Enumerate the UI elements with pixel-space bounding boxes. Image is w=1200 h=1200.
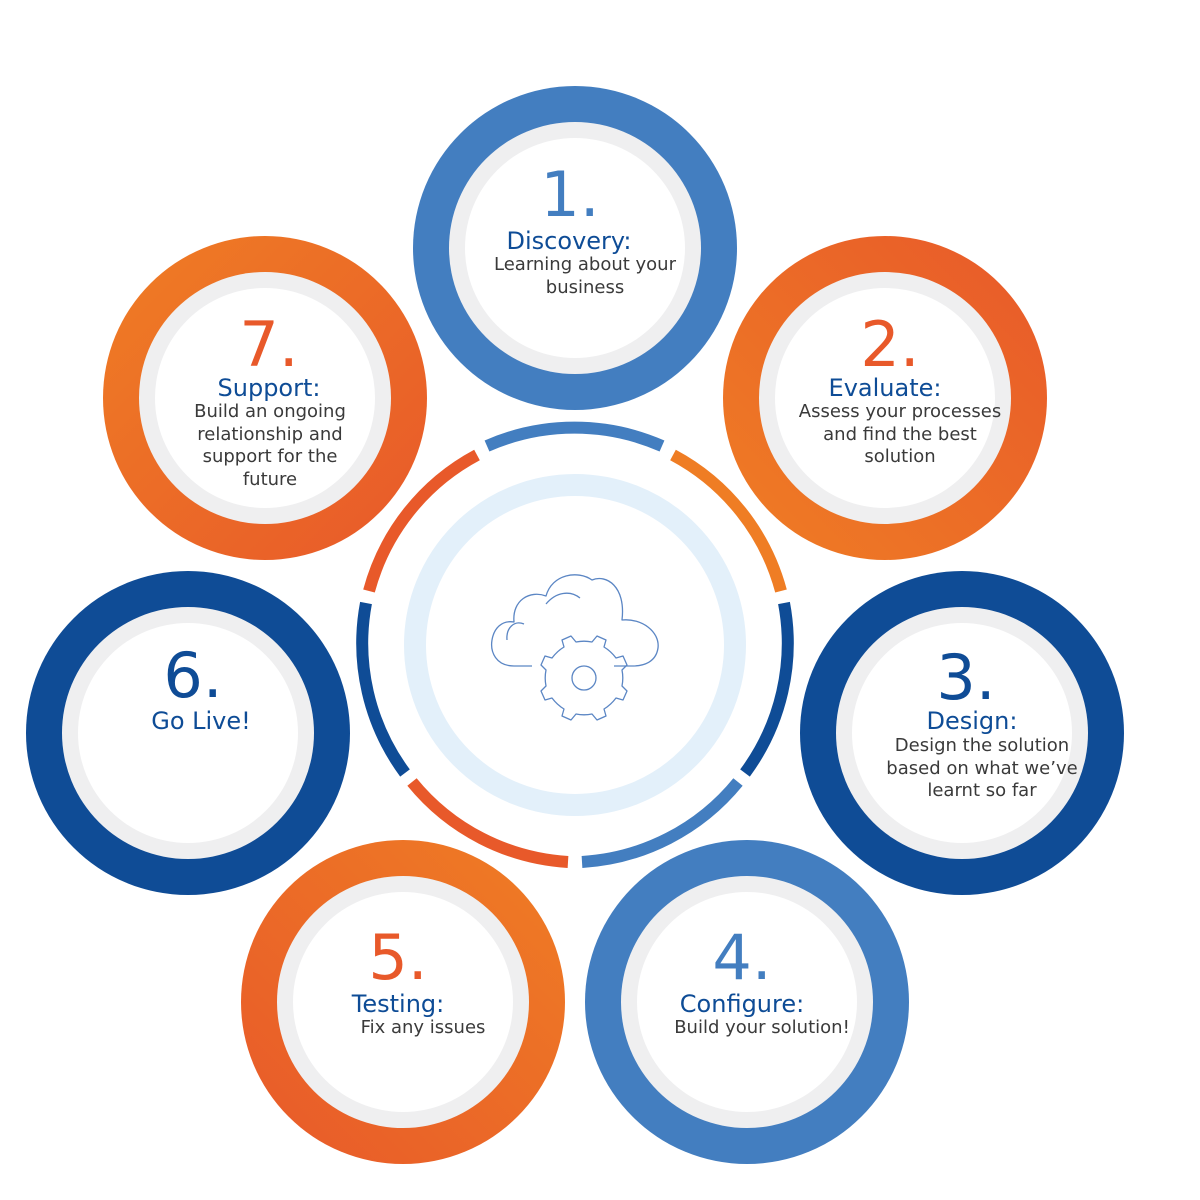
ring-segment-5 — [407, 778, 569, 868]
step-7-support: 7. Support: Build an ongoing relationshi… — [103, 236, 427, 560]
step-5-title: Testing: — [351, 990, 445, 1018]
step-6-number: 6. — [163, 639, 223, 712]
step-4-description: Build your solution! — [674, 1017, 850, 1038]
step-2-description: Assess your processes and find the best … — [798, 401, 1002, 467]
cloud-gear-icon — [490, 574, 659, 721]
step-3-number: 3. — [936, 641, 996, 714]
ring-segment-7 — [363, 449, 480, 593]
center-ring — [404, 474, 746, 816]
step-4-configure: 4. Configure: Build your solution! — [585, 840, 909, 1164]
step-2-evaluate: 2. Evaluate: Assess your processes and f… — [723, 236, 1047, 560]
step-2-title: Evaluate: — [828, 374, 942, 402]
step-3-design: 3. Design: Design the solution based on … — [800, 571, 1124, 895]
ring-segment-1 — [484, 421, 665, 452]
ring-segment-6 — [356, 601, 410, 777]
step-6-title: Go Live! — [151, 707, 251, 735]
ring-segment-3 — [740, 601, 794, 777]
segmented-ring — [356, 421, 794, 868]
step-1-number: 1. — [540, 158, 600, 231]
step-1-description: Learning about your business — [494, 254, 676, 298]
step-2-number: 2. — [860, 308, 920, 381]
step-4-number: 4. — [712, 921, 772, 994]
step-7-number: 7. — [239, 308, 299, 381]
step-5-number: 5. — [368, 921, 428, 994]
ring-segment-2 — [670, 449, 787, 593]
step-4-title: Configure: — [679, 990, 805, 1018]
step-3-description: Design the solution based on what we’ve … — [886, 735, 1078, 801]
step-1-discovery: 1. Discovery: Learning about your busine… — [413, 86, 737, 410]
step-5-description: Fix any issues — [360, 1017, 486, 1038]
step-3-title: Design: — [926, 707, 1018, 735]
step-7-title: Support: — [217, 374, 321, 402]
step-1-title: Discovery: — [506, 227, 632, 255]
step-7-description: Build an ongoing relationship and suppor… — [194, 401, 346, 490]
step-6-go-live: 6. Go Live! — [26, 571, 350, 895]
step-5-testing: 5. Testing: Fix any issues — [241, 840, 565, 1164]
ring-segment-4 — [581, 778, 743, 868]
